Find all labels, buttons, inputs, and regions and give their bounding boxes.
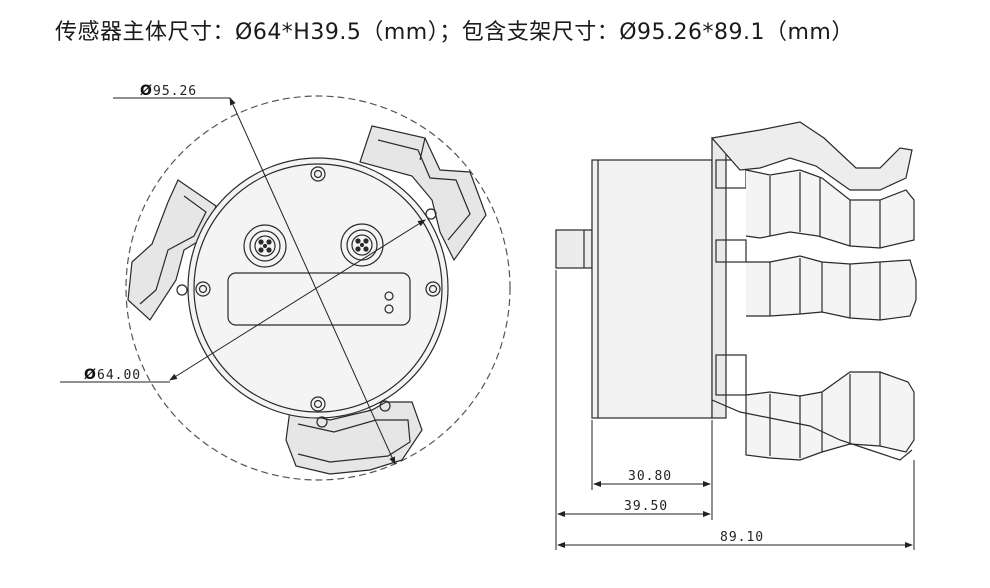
bracket-arm-bottom <box>711 371 915 461</box>
body-depth-value: 30.80 <box>628 469 672 484</box>
total-length-value: 89.10 <box>720 530 764 545</box>
side-view <box>555 121 917 461</box>
bracket-arm-top <box>710 121 915 249</box>
page-title: 传感器主体尺寸：Ø64*H39.5（mm）；包含支架尺寸：Ø95.26*89.1… <box>55 20 854 45</box>
front-view <box>60 95 511 481</box>
dim-line-body-diameter <box>169 219 426 381</box>
bracket-plate <box>711 137 727 419</box>
bracket-arm-middle <box>746 255 917 321</box>
body-diameter-symbol: Ø <box>84 367 96 383</box>
sensor-body-circle <box>187 157 449 419</box>
sensor-body-side <box>591 159 713 419</box>
cable-gland <box>555 229 593 269</box>
connector-left <box>243 224 287 268</box>
outer-envelope-circle <box>125 95 511 481</box>
outer-diameter-symbol: Ø <box>140 83 152 99</box>
outer-diameter-value: 95.26 <box>153 84 197 99</box>
body-diameter-value: 64.00 <box>97 368 141 383</box>
side-dimensions <box>555 270 915 550</box>
body-height-value: 39.50 <box>624 499 668 514</box>
